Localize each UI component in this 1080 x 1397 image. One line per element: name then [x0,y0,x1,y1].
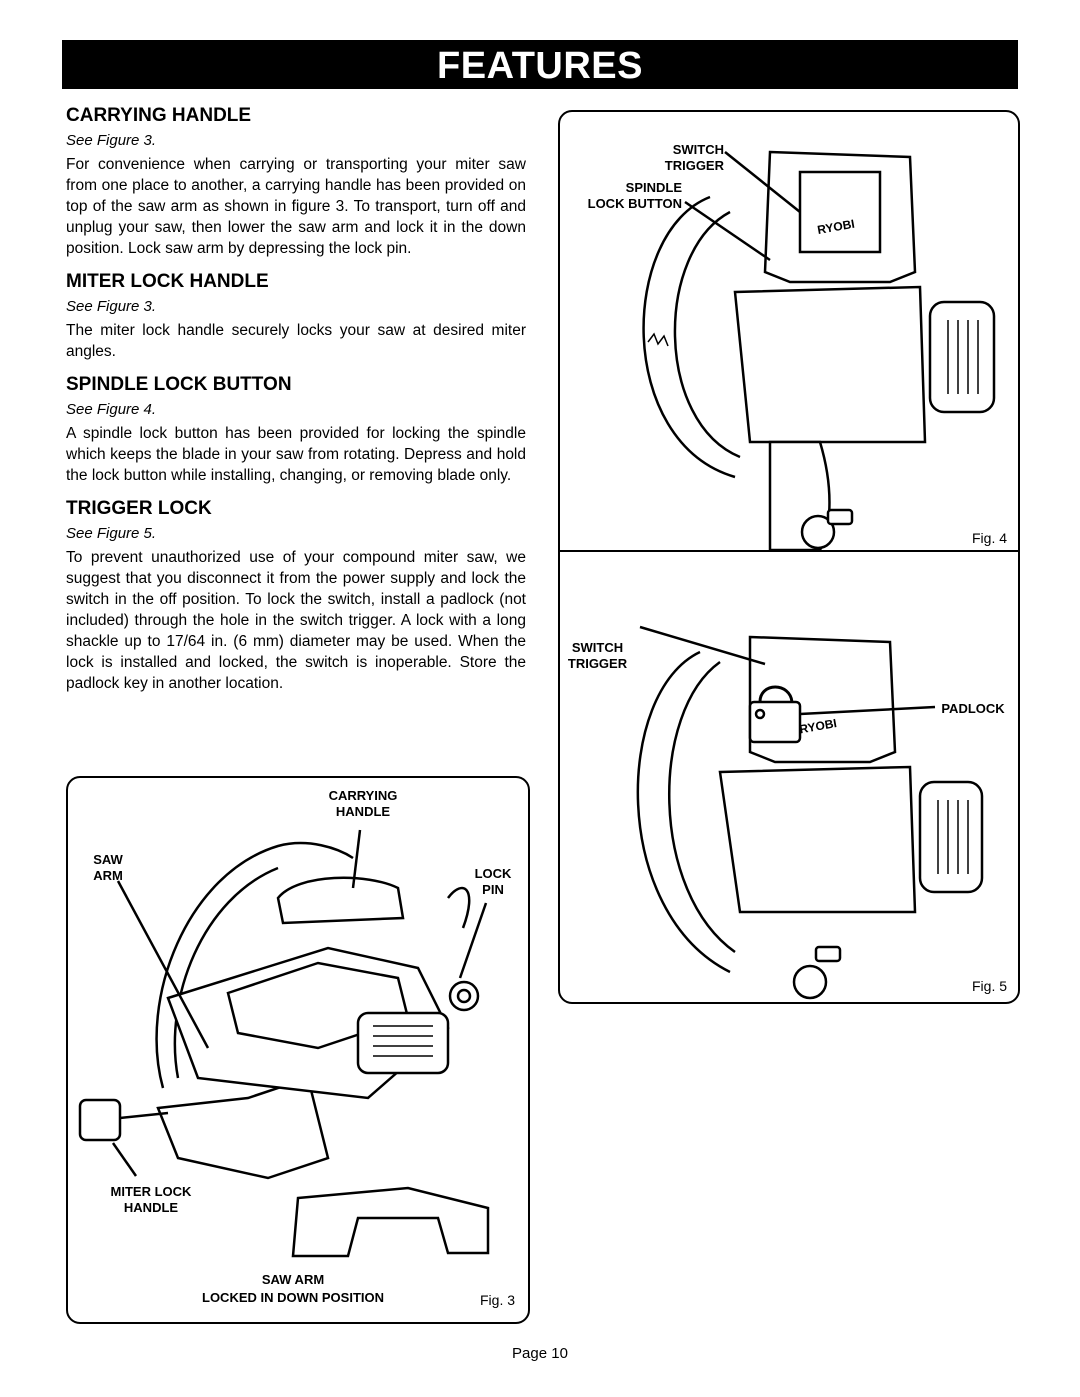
fig5-saw-illustration: RYOBI [636,625,984,1000]
fig4-brand-logo: RYOBI [816,217,855,237]
section-heading: MITER LOCK HANDLE [66,271,269,292]
figure-reference: See Figure 3. [66,132,157,149]
figure-reference: See Figure 5. [66,525,157,542]
label-carrying-handle: CARRYING HANDLE [328,788,398,819]
section-heading: TRIGGER LOCK [66,498,212,519]
fig4-label-spindle-lock-button: SPINDLE LOCK BUTTON [587,180,682,211]
section-spindle-lock-button: SPINDLE LOCK BUTTON See Figure 4. A spin… [66,374,526,486]
miter-saw-illustration [78,829,490,1258]
label-lock-pin: LOCK PIN [474,866,512,897]
page-title-banner: FEATURES [62,40,1018,89]
fig4-label-switch-trigger: SWITCH TRIGGER [664,142,724,173]
section-heading: SPINDLE LOCK BUTTON [66,374,292,395]
section-body: To prevent unauthorized use of your comp… [66,549,526,692]
section-body: For convenience when carrying or transpo… [66,156,526,257]
section-body: The miter lock handle securely locks you… [66,322,526,360]
fig5-label-switch-trigger: SWITCH TRIGGER [567,640,628,671]
section-heading: CARRYING HANDLE [66,105,252,126]
figure-3-box: CARRYING HANDLE SAW ARM LOCK PIN MITER L… [66,776,530,1324]
label-miter-lock-handle: MITER LOCK HANDLE [110,1184,192,1215]
fig5-label-padlock: PADLOCK [941,701,1005,716]
text-column: CARRYING HANDLE See Figure 3. For conven… [66,105,526,706]
label-saw-arm-locked-2: LOCKED IN DOWN POSITION [202,1290,384,1305]
figure-5-caption: Fig. 5 [972,978,1008,994]
figure-reference: See Figure 3. [66,298,157,315]
section-trigger-lock: TRIGGER LOCK See Figure 5. To prevent un… [66,498,526,694]
section-miter-lock-handle: MITER LOCK HANDLE See Figure 3. The mite… [66,271,526,362]
section-body: A spindle lock button has been provided … [66,425,526,484]
label-saw-arm: SAW ARM [93,852,123,883]
page-number: Page 10 [512,1345,568,1362]
figure-4-5-box: RYOBI SWITCH TRIGGER SPINDLE LOCK BUTTON… [558,110,1020,1004]
figure-3-caption: Fig. 3 [480,1292,516,1308]
label-saw-arm-locked-1: SAW ARM [261,1272,325,1287]
fig4-saw-illustration: RYOBI [642,150,996,552]
figure-4-caption: Fig. 4 [972,530,1008,546]
section-carrying-handle: CARRYING HANDLE See Figure 3. For conven… [66,105,526,259]
figure-reference: See Figure 4. [66,401,157,418]
fig5-brand-logo: RYOBI [798,716,837,736]
